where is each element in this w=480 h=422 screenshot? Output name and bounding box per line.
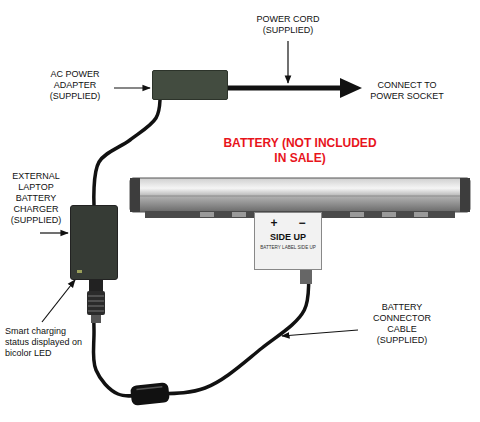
- orientation-note: BATTERY LABEL SIDE UP: [260, 245, 316, 251]
- plug-rib: [88, 311, 104, 312]
- leader-arrow: [282, 330, 358, 336]
- battery-groove: [140, 196, 460, 197]
- power-cord-arrowhead: [340, 78, 362, 98]
- leader-arrow: [42, 280, 75, 322]
- battery-tab: [232, 212, 246, 217]
- polarity-mark: −: [298, 217, 305, 230]
- plug-rib: [88, 301, 104, 302]
- bicolor-led: [77, 270, 82, 273]
- callout-label: CONNECT TO POWER SOCKET: [366, 80, 448, 102]
- dc-plug: [87, 280, 105, 323]
- plug-tip: [91, 315, 101, 323]
- battery-tab: [382, 212, 396, 217]
- leader-arrow: [114, 87, 150, 88]
- leader-arrow: [287, 41, 288, 83]
- battery-tab: [350, 212, 364, 217]
- battery-body: [130, 178, 470, 212]
- callout-label: EXTERNAL LAPTOP BATTERY CHARGER (SUPPLIE…: [5, 171, 67, 226]
- battery-heading: BATTERY (NOT INCLUDED IN SALE): [220, 136, 380, 166]
- battery: BATTERY (NOT INCLUDED IN SALE): [130, 178, 470, 212]
- leader-arrow: [40, 232, 68, 233]
- orientation-text: SIDE UP: [270, 232, 306, 243]
- ferrite-bead: [130, 382, 170, 406]
- battery-end-cap: [130, 178, 140, 212]
- power-cord: [228, 86, 344, 91]
- battery-end-cap: [460, 178, 470, 212]
- plug-rib: [88, 306, 104, 307]
- callout-label: AC POWER ADAPTER (SUPPLIED): [39, 69, 111, 102]
- cable-strain-relief: [300, 270, 312, 284]
- ferrite-highlight: [136, 387, 162, 390]
- cable: [94, 100, 160, 205]
- ferrite-core: [130, 382, 170, 406]
- connector-plate: + − SIDE UP BATTERY LABEL SIDE UP: [254, 212, 322, 270]
- power-adapter: AC POWER ADAPTER (SUPPLIED): [152, 70, 228, 100]
- plug-rib: [88, 296, 104, 297]
- battery-tab: [200, 212, 214, 217]
- callout-label: BATTERY CONNECTOR CABLE (SUPPLIED): [362, 302, 442, 346]
- polarity-mark: +: [271, 217, 278, 230]
- plug-body: [87, 291, 105, 315]
- strain-relief: [89, 280, 103, 291]
- battery-tab: [414, 212, 428, 217]
- battery-charger: EXTERNAL LAPTOP BATTERY CHARGER (SUPPLIE…: [70, 205, 118, 280]
- callout-label: POWER CORD (SUPPLIED): [248, 14, 328, 36]
- callout-note: Smart charging status displayed on bicol…: [5, 326, 85, 359]
- cable: [93, 270, 308, 396]
